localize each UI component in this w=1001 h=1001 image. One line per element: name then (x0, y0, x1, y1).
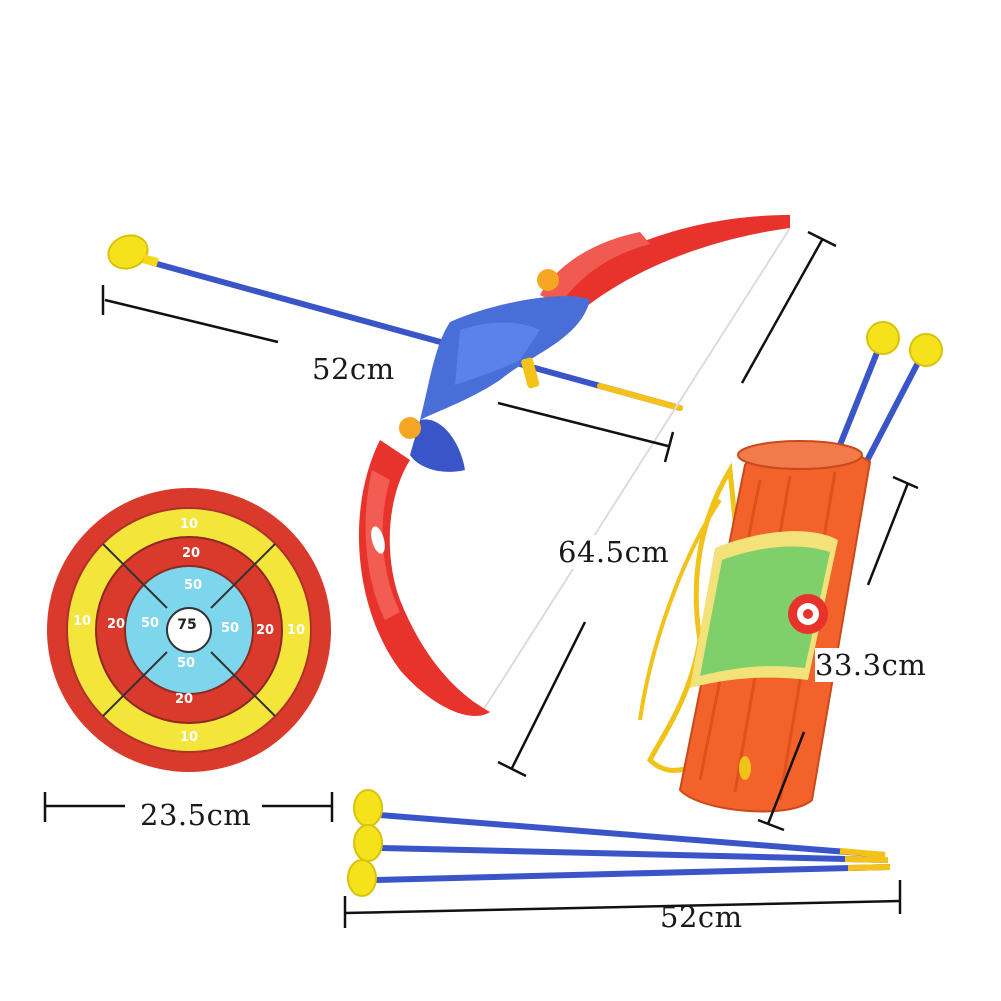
top-arrow (107, 234, 683, 411)
score-outer-bottom: 10 (180, 730, 198, 745)
score-bullseye: 75 (177, 617, 196, 633)
bow-length-label: 64.5cm (558, 535, 670, 569)
quiver-length-label: 33.3cm (815, 648, 927, 682)
loose-arrows (347, 789, 891, 897)
score-middle-left: 20 (107, 617, 125, 632)
target-board (47, 488, 331, 772)
arrows-length-label: 52cm (660, 900, 743, 934)
target-diameter-label: 23.5cm (140, 798, 252, 832)
score-outer-left: 10 (73, 614, 91, 629)
score-inner-bottom: 50 (177, 656, 195, 671)
score-middle-bottom: 20 (175, 692, 193, 707)
dimension-lines (43, 230, 919, 928)
target-scores: 10 10 10 10 20 20 20 20 50 50 50 50 75 (73, 517, 305, 745)
score-middle-top: 20 (182, 546, 200, 561)
score-inner-top: 50 (184, 578, 202, 593)
score-inner-left: 50 (141, 616, 159, 631)
arrow-length-label: 52cm (312, 352, 395, 386)
score-outer-top: 10 (180, 517, 198, 532)
score-middle-right: 20 (256, 623, 274, 638)
score-outer-right: 10 (287, 623, 305, 638)
score-inner-right: 50 (221, 621, 239, 636)
bow (358, 215, 791, 716)
quiver (638, 321, 943, 813)
